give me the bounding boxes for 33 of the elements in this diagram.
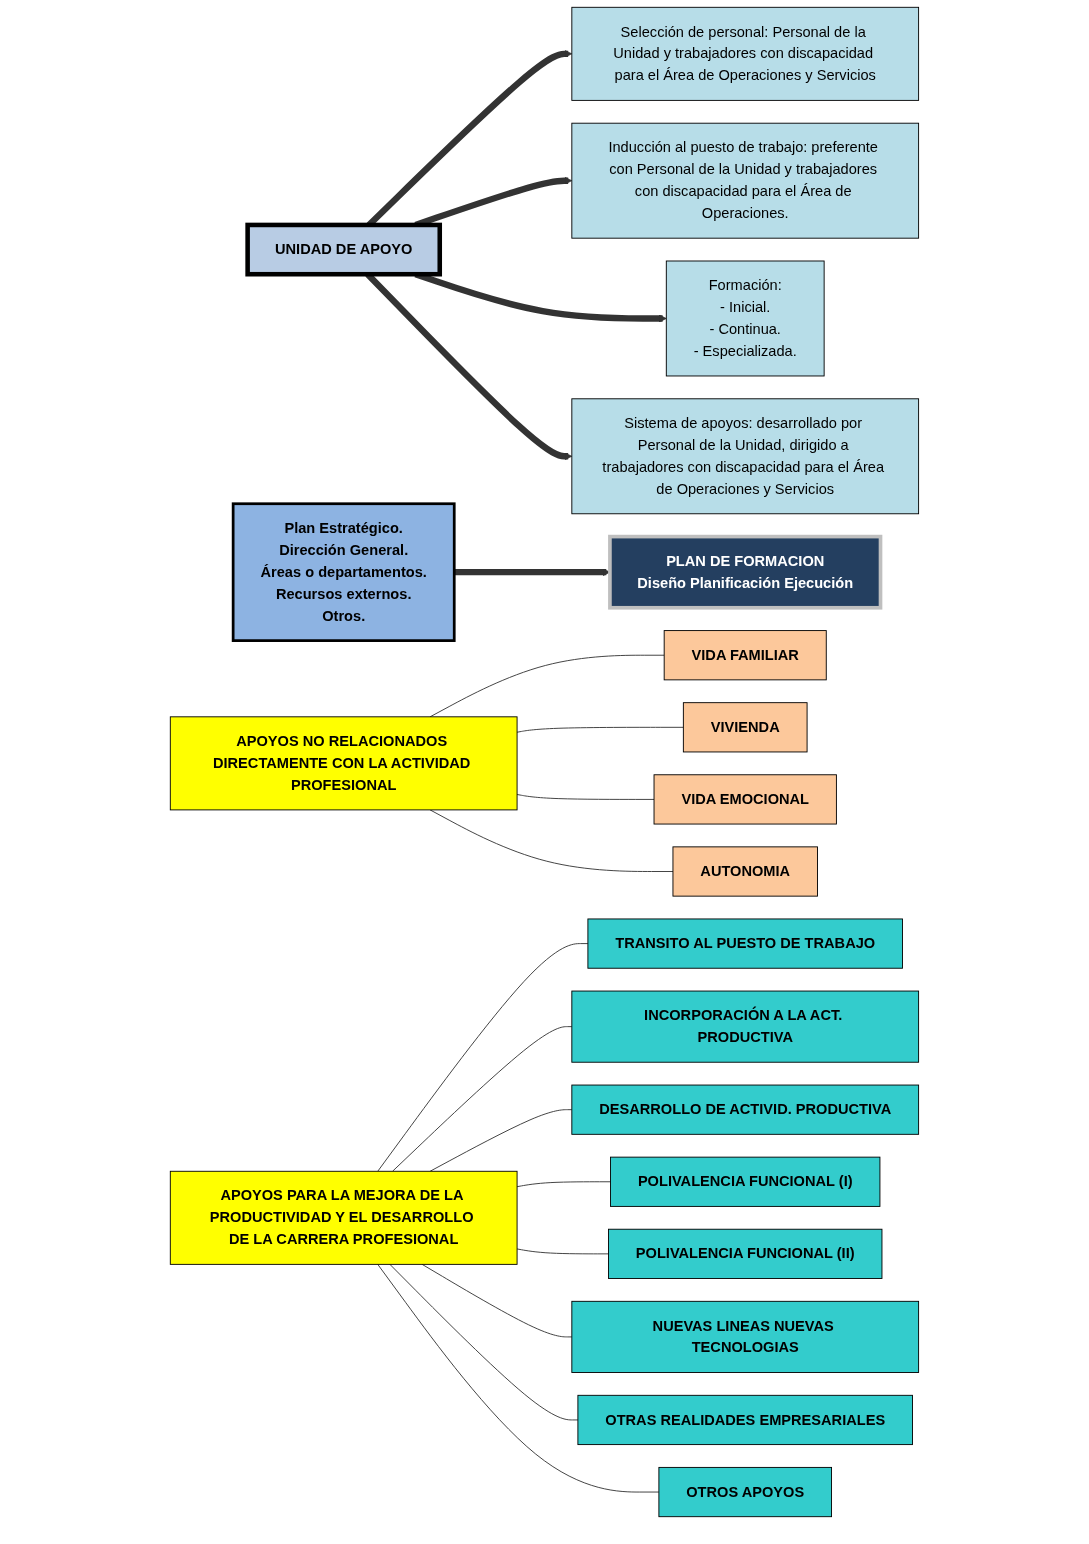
node-box: Selección de personal: Personal de la Unidad y trabajadores con discapacidad para el Área de Operaciones y Servicios xyxy=(571,6,920,101)
connector xyxy=(392,1026,573,1172)
connector xyxy=(429,1109,573,1172)
node-box: Inducción al puesto de trabajo: preferente con Personal de la Unidad y trabajadores con discapacidad para el Área de Operaciones. xyxy=(571,122,920,239)
connector xyxy=(389,1263,579,1421)
connector xyxy=(377,943,589,1172)
node-box: AUTONOMIA xyxy=(672,846,818,897)
node-box: OTROS APOYOS xyxy=(658,1466,833,1518)
node-box: DESARROLLO DE ACTIVID. PRODUCTIVA xyxy=(571,1084,920,1135)
node-box: POLIVALENCIA FUNCIONAL (I) xyxy=(610,1156,881,1207)
connector xyxy=(516,726,684,733)
node-box: VIVIENDA xyxy=(682,702,808,753)
connector xyxy=(516,1248,609,1255)
node-box: TRANSITO AL PUESTO DE TRABAJO xyxy=(587,918,904,969)
node-box: Plan Estratégico. Dirección General. Áreas o departamentos. Recursos externos. Otros. xyxy=(231,502,456,642)
connector xyxy=(377,1263,660,1493)
connector xyxy=(421,1263,573,1338)
connector xyxy=(429,809,674,872)
connector xyxy=(516,794,655,800)
node-box: INCORPORACIÓN A LA ACT. PRODUCTIVA xyxy=(571,990,920,1063)
arrow xyxy=(454,568,611,577)
node-box: APOYOS PARA LA MEJORA DE LA PRODUCTIVIDAD Y EL DESARROLLO DE LA CARRERA PROFESIONAL xyxy=(169,1170,518,1265)
node-box: Sistema de apoyos: desarrollado por Personal de la Unidad, dirigido a trabajadores con discapacidad para el Área de Operaciones y Servicios xyxy=(571,398,920,515)
connector xyxy=(516,1181,611,1188)
node-box: NUEVAS LINEAS NUEVAS TECNOLOGIAS xyxy=(571,1300,920,1373)
node-box: PLAN DE FORMACION Diseño Planificación Ejecución xyxy=(608,534,883,610)
node-box: POLIVALENCIA FUNCIONAL (II) xyxy=(608,1228,883,1279)
node-box: VIDA FAMILIAR xyxy=(663,630,827,681)
node-box: APOYOS NO RELACIONADOS DIRECTAMENTE CON LA ACTIVIDAD PROFESIONAL xyxy=(169,716,518,811)
node-box: Formación: - Inicial. - Continua. - Especializada. xyxy=(665,260,825,377)
node-box: OTRAS REALIDADES EMPRESARIALES xyxy=(577,1394,914,1446)
node-box: UNIDAD DE APOYO xyxy=(245,222,443,277)
node-box: VIDA EMOCIONAL xyxy=(653,774,837,825)
